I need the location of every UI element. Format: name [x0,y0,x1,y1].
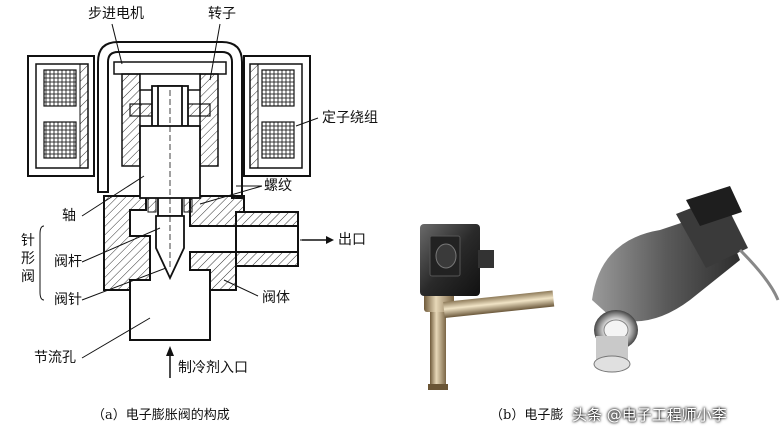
label-valve-stem: 阀杆 [54,254,82,270]
watermark: 头条 @电子工程师小李 [572,406,727,424]
label-orifice: 节流孔 [34,350,76,366]
stator-left [27,55,95,177]
caption-a: （a）电子膨胀阀的构成 [92,408,230,423]
label-rotor: 转子 [208,6,236,22]
photo-valve-large [592,186,780,373]
label-stepper-motor: 步进电机 [88,6,144,22]
stator-right [243,55,311,177]
label-valve-body: 阀体 [262,290,290,306]
caption-b: （b）电子膨 [490,408,564,423]
label-shaft: 轴 [62,208,76,224]
label-refrigerant-inlet: 制冷剂入口 [178,360,248,376]
shaft-assembly [139,85,201,281]
label-valve-needle: 阀针 [54,292,82,308]
valve-body-left [103,195,151,291]
label-stator-winding: 定子绕组 [322,110,378,126]
label-thread: 螺纹 [264,178,292,194]
outlet-pipe [235,211,299,267]
photo-valve-small [420,224,555,390]
valve-body-lower-right [189,251,299,291]
leader-lines [39,23,319,359]
flow-arrows [166,236,334,378]
label-needle-valve-group: 针形阀 [21,233,35,285]
label-outlet: 出口 [338,232,366,248]
inlet-tube [129,290,211,341]
